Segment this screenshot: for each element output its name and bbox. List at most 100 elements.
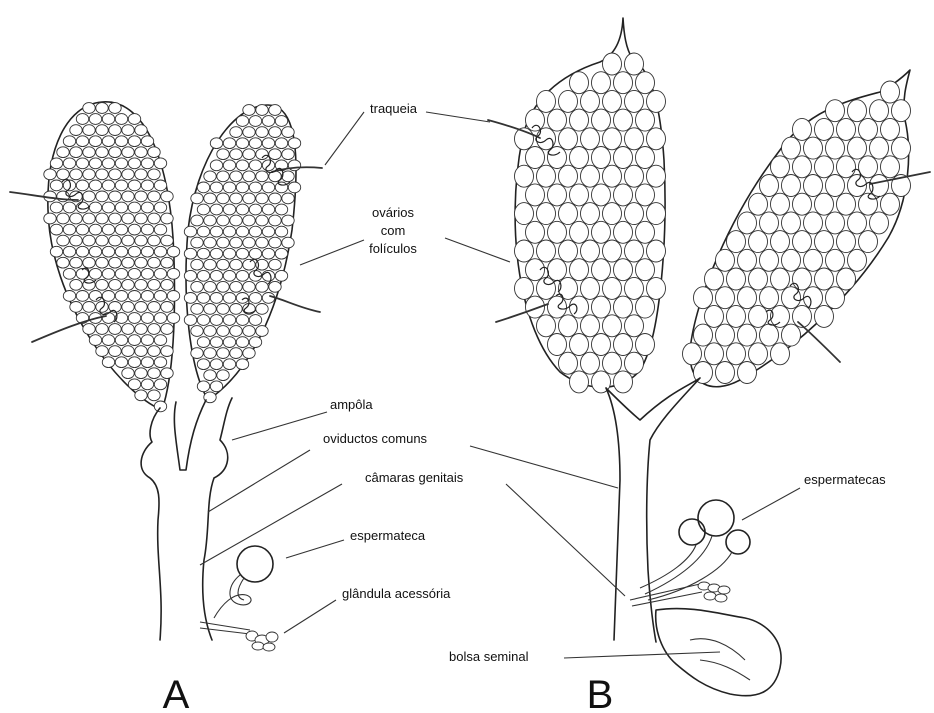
follicle-cell <box>771 268 790 290</box>
follicle-cell <box>716 362 735 384</box>
follicle-cell <box>161 279 173 290</box>
follicle-cell <box>230 215 242 226</box>
follicle-cell <box>526 259 545 281</box>
follicle-cell <box>210 182 222 193</box>
follicle-cell <box>256 237 268 248</box>
follicle-cell <box>826 175 845 197</box>
follicle-cell <box>592 109 611 131</box>
follicle-cell <box>184 293 196 304</box>
follicle-cell <box>70 235 82 246</box>
follicle-cell <box>96 147 108 158</box>
follicle-cell <box>716 287 735 309</box>
follicle-cell <box>210 248 222 259</box>
follicle-cell <box>128 114 140 125</box>
follicle-cell <box>625 165 644 187</box>
follicle-cell <box>191 193 203 204</box>
follicle-cell <box>230 193 242 204</box>
follicle-cell <box>128 291 140 302</box>
follicle-cell <box>570 184 589 206</box>
follicle-cell <box>204 215 216 226</box>
follicle-cell <box>197 359 209 370</box>
label-ovarios-line2: com <box>381 223 406 238</box>
follicle-cell <box>83 103 95 114</box>
follicle-cell <box>694 287 713 309</box>
follicle-cell <box>537 90 556 112</box>
label-oviductos: oviductos comuns <box>323 431 428 446</box>
follicle-cell <box>256 326 268 337</box>
follicle-cell <box>115 158 127 169</box>
follicle-cell <box>197 226 209 237</box>
accessory-gland-a <box>200 622 278 651</box>
follicle-cell <box>694 324 713 346</box>
follicle-cell <box>102 268 114 279</box>
follicle-cell <box>115 224 127 235</box>
follicle-cell <box>804 212 823 234</box>
follicle-cell <box>83 125 95 136</box>
oviduct-b <box>606 378 700 642</box>
follicle-cell <box>230 281 242 292</box>
follicle-cell <box>236 248 248 259</box>
follicle-cell <box>141 379 153 390</box>
follicle-cell <box>109 257 121 268</box>
follicle-cell <box>154 379 166 390</box>
follicle-cell <box>57 213 69 224</box>
follicle-cell <box>705 268 724 290</box>
follicle-cell <box>771 343 790 365</box>
follicle-cell <box>191 348 203 359</box>
spermatheca-a-duct <box>214 575 251 618</box>
follicle-cell <box>128 357 140 368</box>
follicle-cell <box>135 125 147 136</box>
follicle-cell <box>870 100 889 122</box>
follicle-cell <box>148 257 160 268</box>
follicle-cell <box>793 156 812 178</box>
follicle-cell <box>122 191 134 202</box>
follicle-cell <box>217 348 229 359</box>
follicle-cell <box>793 305 812 327</box>
follicle-cell <box>210 160 222 171</box>
follicle-cell <box>288 182 300 193</box>
follicle-cell <box>275 182 287 193</box>
follicle-cell <box>210 270 222 281</box>
follicle-cell <box>793 268 812 290</box>
follicle-cell <box>76 291 88 302</box>
follicle-cell <box>89 335 101 346</box>
follicle-cell <box>141 246 153 257</box>
follicle-cell <box>892 137 911 159</box>
follicle-cell <box>581 315 600 337</box>
follicle-cell <box>548 184 567 206</box>
follicle-cell <box>89 224 101 235</box>
follicle-cell <box>881 156 900 178</box>
follicle-cell <box>141 180 153 191</box>
follicle-cell <box>115 357 127 368</box>
follicle-cell <box>109 191 121 202</box>
follicle-cell <box>636 147 655 169</box>
follicle-cell <box>223 315 235 326</box>
follicle-cell <box>184 315 196 326</box>
follicle-cell <box>109 235 121 246</box>
follicle-cell <box>236 337 248 348</box>
follicle-cell <box>760 287 779 309</box>
follicle-cell <box>243 105 255 116</box>
follicle-cell <box>804 249 823 271</box>
pointer-ovarios-a <box>300 240 364 265</box>
follicle-cell <box>96 103 108 114</box>
follicle-cell <box>154 268 166 279</box>
follicle-cell <box>548 296 567 318</box>
follicle-cell <box>815 231 834 253</box>
follicle-cell <box>63 136 75 147</box>
follicle-cell <box>167 291 179 302</box>
pointer-oviductos-a <box>208 450 310 512</box>
follicle-cell <box>749 193 768 215</box>
follicle-cell <box>716 324 735 346</box>
follicle-cell <box>154 224 166 235</box>
follicle-cell <box>782 324 801 346</box>
follicle-cell <box>109 346 121 357</box>
follicle-cell <box>581 352 600 374</box>
follicle-cell <box>204 171 216 182</box>
follicle-cell <box>782 287 801 309</box>
follicle-cell <box>184 270 196 281</box>
follicle-cell <box>625 352 644 374</box>
follicle-cell <box>581 277 600 299</box>
follicle-cell <box>83 235 95 246</box>
follicle-cell <box>135 169 147 180</box>
